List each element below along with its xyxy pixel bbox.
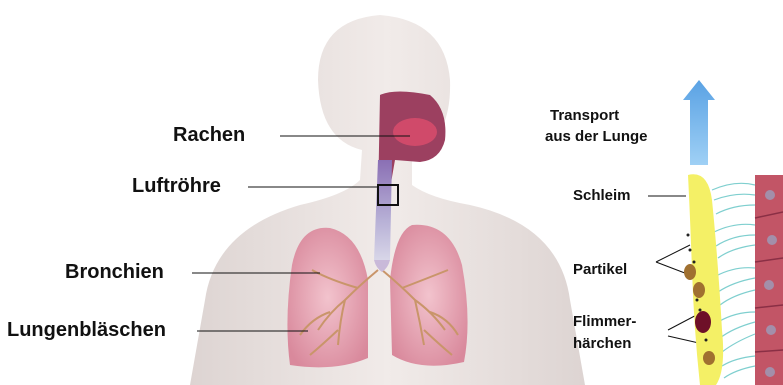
label-transport-line1: Transport — [550, 107, 619, 125]
left-lung — [287, 228, 368, 368]
label-schleim: Schleim — [573, 187, 631, 205]
transport-arrow — [683, 80, 715, 165]
label-rachen: Rachen — [173, 124, 245, 147]
label-transport-line2: aus der Lunge — [545, 128, 648, 146]
label-bronchien: Bronchien — [65, 261, 164, 284]
label-luftroehre: Luftröhre — [132, 175, 221, 198]
leader-partikel-2 — [656, 245, 690, 262]
label-flimmer-line1: Flimmer- — [573, 313, 636, 331]
label-flimmer-line2: härchen — [573, 335, 631, 353]
epithelium-detail — [755, 175, 783, 385]
label-lungenblaeschen: Lungenbläschen — [7, 319, 166, 342]
label-partikel: Partikel — [573, 261, 627, 279]
